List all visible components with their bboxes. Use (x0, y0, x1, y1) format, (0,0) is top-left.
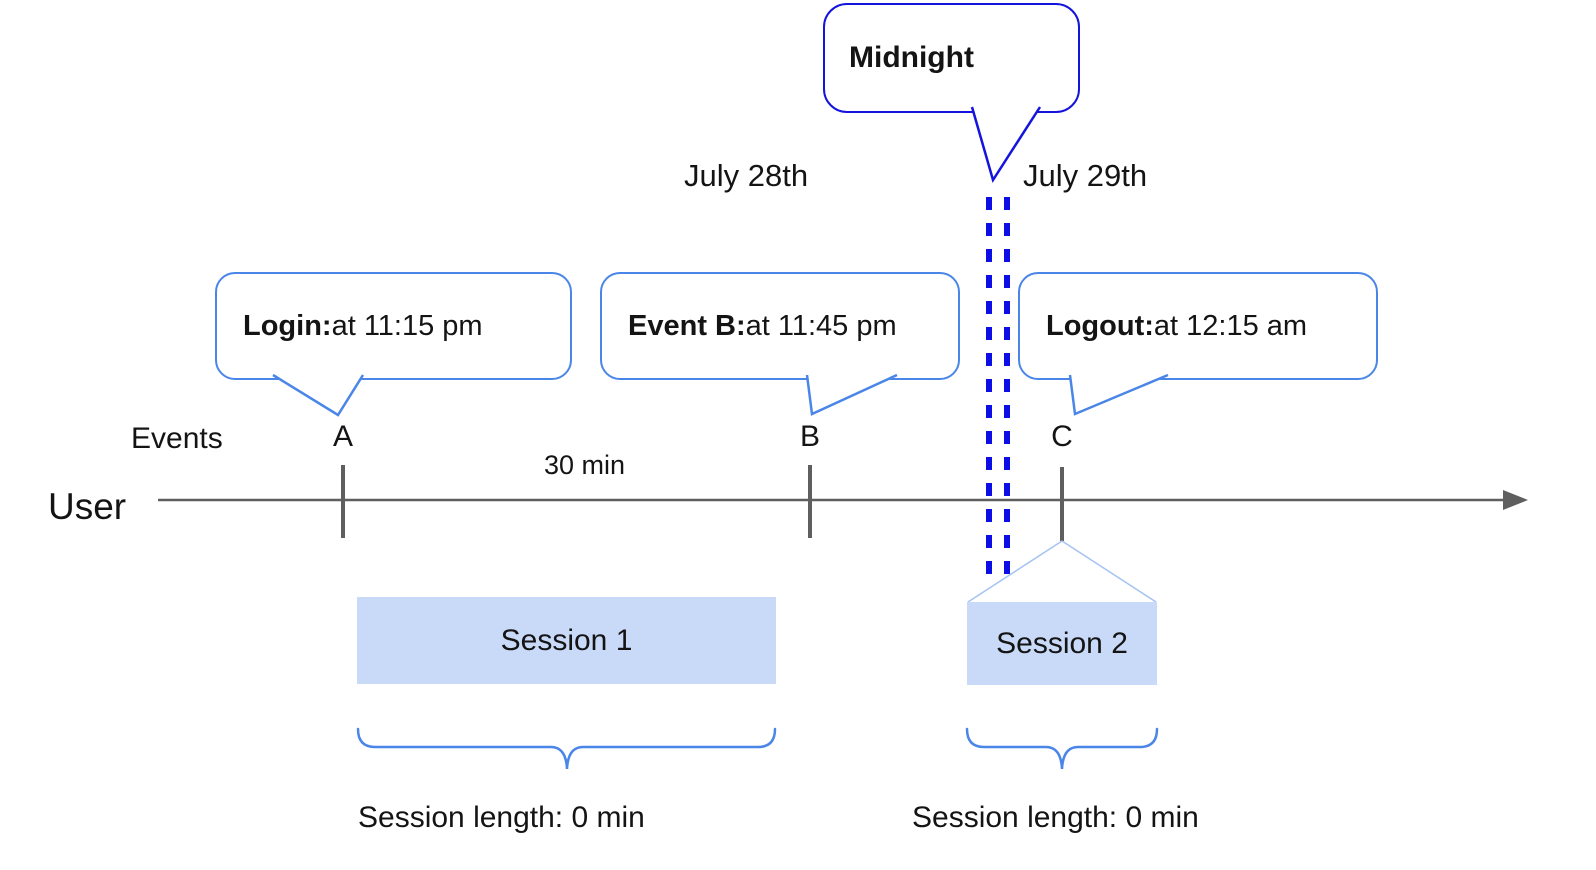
session-2-bar: Session 2 (967, 602, 1157, 685)
logout-callout: Logout: at 12:15 am (1018, 272, 1378, 380)
events-row-label: Events (131, 422, 223, 455)
midnight-callout-label: Midnight (849, 41, 974, 74)
event-b-callout-title: Event B: (628, 309, 746, 342)
interval-label-30min: 30 min (544, 450, 626, 480)
date-label-july-29: July 29th (1023, 158, 1148, 193)
session-1-bar-label: Session 1 (500, 623, 633, 657)
session-2-funnel-left-line (967, 540, 1063, 603)
logout-callout-title: Logout: (1046, 309, 1154, 342)
event-marker-a: A (332, 420, 353, 453)
session-2-length-label: Session length: 0 min (912, 801, 1199, 834)
user-row-label: User (48, 486, 127, 527)
logout-callout-detail: at 12:15 am (1153, 309, 1308, 342)
login-callout-detail: at 11:15 pm (331, 309, 483, 342)
session-1-bar: Session 1 (357, 597, 776, 684)
login-callout-title: Login: (243, 309, 332, 342)
midnight-callout: Midnight (823, 3, 1080, 113)
session-2-brace (965, 727, 1159, 770)
event-marker-b: B (799, 420, 820, 453)
event-b-callout-detail: at 11:45 pm (745, 309, 897, 342)
date-label-july-28: July 28th (684, 158, 809, 193)
timeline-arrowhead-icon (1503, 490, 1528, 510)
session-1-brace (356, 727, 777, 770)
session-2-bar-label: Session 2 (996, 626, 1128, 660)
event-marker-c: C (1051, 420, 1073, 453)
login-callout: Login: at 11:15 pm (215, 272, 572, 380)
session-2-funnel-right-line (1061, 540, 1157, 603)
event-b-callout: Event B: at 11:45 pm (600, 272, 960, 380)
session-1-length-label: Session length: 0 min (358, 801, 645, 834)
